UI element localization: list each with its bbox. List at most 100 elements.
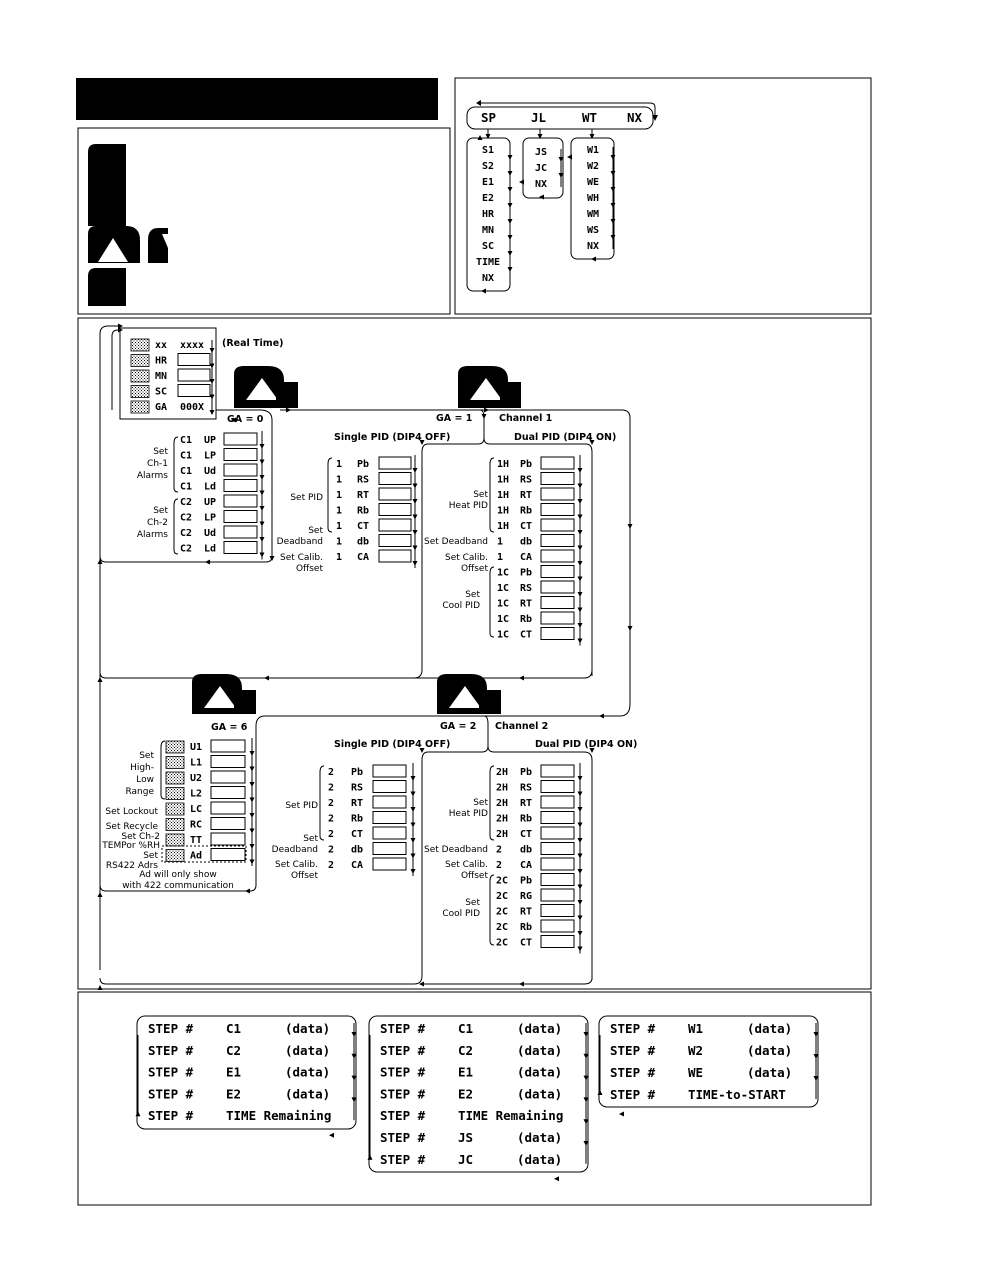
param-value-field[interactable]: [540, 764, 575, 778]
param-value-field[interactable]: [540, 811, 575, 824]
param-value-field[interactable]: [378, 534, 412, 547]
menu-item-jl[interactable]: JL: [531, 110, 547, 125]
param-value-field[interactable]: [378, 456, 412, 470]
arrow-down-icon: [507, 267, 513, 272]
sp-list-item[interactable]: MN: [482, 225, 494, 236]
wt-list-item[interactable]: W2: [587, 161, 599, 172]
jl-list-item[interactable]: JS: [535, 147, 547, 158]
arrow-left-icon: [619, 1111, 624, 1117]
param-value-field[interactable]: [540, 904, 575, 917]
param-value-field[interactable]: [540, 627, 575, 640]
param-value-field[interactable]: [210, 786, 246, 799]
param-value-field[interactable]: [540, 503, 575, 516]
param-value-field[interactable]: [210, 817, 246, 830]
param-value-field[interactable]: [378, 518, 412, 532]
param-prefix: C1: [180, 466, 192, 477]
param-value-field[interactable]: [223, 463, 258, 477]
param-value-field[interactable]: [540, 780, 575, 793]
wt-list-item[interactable]: W1: [587, 145, 599, 156]
param-value-field[interactable]: [540, 826, 575, 840]
value-field[interactable]: [177, 353, 211, 366]
arrow-down-icon: [610, 187, 616, 192]
param-value-field[interactable]: [540, 518, 575, 532]
param-value-field[interactable]: [378, 487, 412, 501]
sp-list-item[interactable]: E2: [482, 193, 494, 204]
param-value-field[interactable]: [223, 448, 258, 461]
sp-list-item[interactable]: SC: [482, 241, 494, 252]
param-value-field[interactable]: [540, 580, 575, 594]
param-code: Ud: [204, 528, 216, 539]
ga6-label: GA = 6: [211, 722, 248, 733]
param-value-field[interactable]: [540, 472, 575, 485]
param-value-field[interactable]: [210, 755, 246, 768]
menu-item-wt[interactable]: WT: [582, 110, 597, 125]
param-value-field[interactable]: [540, 487, 575, 501]
param-prefix: 2: [496, 860, 502, 871]
param-value-field[interactable]: [372, 857, 407, 871]
param-value-field[interactable]: [210, 848, 246, 861]
param-value-field[interactable]: [210, 832, 246, 846]
param-value-field[interactable]: [372, 842, 407, 855]
param-value-field[interactable]: [223, 510, 258, 523]
param-value-field[interactable]: [540, 935, 575, 948]
sp-list-item[interactable]: S1: [482, 145, 494, 156]
param-value-field[interactable]: [372, 780, 407, 793]
param-value-field[interactable]: [372, 795, 407, 809]
param-value-field[interactable]: [540, 873, 575, 886]
step-label: STEP #: [148, 1043, 194, 1058]
param-value-field[interactable]: [378, 503, 412, 516]
param-value-field[interactable]: [540, 549, 575, 563]
param-value-field[interactable]: [540, 534, 575, 547]
param-code: CA: [520, 860, 532, 871]
wt-list-item[interactable]: WM: [587, 209, 599, 220]
menu-item-nx[interactable]: NX: [627, 110, 643, 125]
sp-list-item[interactable]: S2: [482, 161, 494, 172]
param-value-field[interactable]: [540, 888, 575, 902]
sp-list-item[interactable]: NX: [482, 273, 494, 284]
wt-list-item[interactable]: WE: [587, 177, 599, 188]
param-value-field[interactable]: [372, 826, 407, 840]
param-value-field[interactable]: [540, 795, 575, 809]
ga2-section: GA = 2 Channel 2 Single PID (DIP4 OFF) D…: [272, 721, 637, 954]
value-field[interactable]: [177, 384, 211, 397]
param-value-field[interactable]: [378, 549, 412, 563]
jl-list-item[interactable]: NX: [535, 179, 547, 190]
param-value-field[interactable]: [540, 611, 575, 625]
param-value-field[interactable]: [210, 801, 246, 815]
param-value-field[interactable]: [540, 596, 575, 609]
value-field[interactable]: [177, 368, 211, 382]
param-value-field[interactable]: [540, 857, 575, 871]
sp-list-item[interactable]: TIME: [476, 257, 500, 268]
param-value-field[interactable]: [223, 541, 258, 554]
param-value-field[interactable]: [540, 456, 575, 470]
arrow-down-icon: [507, 219, 513, 224]
param-prefix: 1: [497, 552, 503, 563]
param-prefix: 2H: [496, 798, 508, 809]
wt-list-item[interactable]: WH: [587, 193, 599, 204]
param-value-field[interactable]: [223, 432, 258, 446]
param-value-field[interactable]: [540, 565, 575, 578]
wt-list-item[interactable]: WS: [587, 225, 599, 236]
arrow-down-icon: [507, 203, 513, 208]
jl-list-item[interactable]: JC: [535, 163, 547, 174]
param-value-field[interactable]: [378, 472, 412, 485]
header-bar: [76, 78, 438, 120]
sp-list-item[interactable]: HR: [482, 209, 495, 220]
sp-list-item[interactable]: E1: [482, 177, 494, 188]
param-value-field[interactable]: [223, 525, 258, 539]
param-value-field[interactable]: [210, 770, 246, 784]
param-value-field[interactable]: [540, 919, 575, 933]
menu-item-sp[interactable]: SP: [481, 110, 496, 125]
param-value-field[interactable]: [210, 739, 246, 753]
param-value-field[interactable]: [223, 479, 258, 492]
param-value-field[interactable]: [372, 764, 407, 778]
param-code: Ld: [204, 544, 216, 555]
param-value-field[interactable]: [540, 842, 575, 855]
wt-list-item[interactable]: NX: [587, 241, 599, 252]
step-data: (data): [285, 1065, 330, 1080]
param-value-field[interactable]: [223, 494, 258, 508]
param-value-field[interactable]: [372, 811, 407, 824]
